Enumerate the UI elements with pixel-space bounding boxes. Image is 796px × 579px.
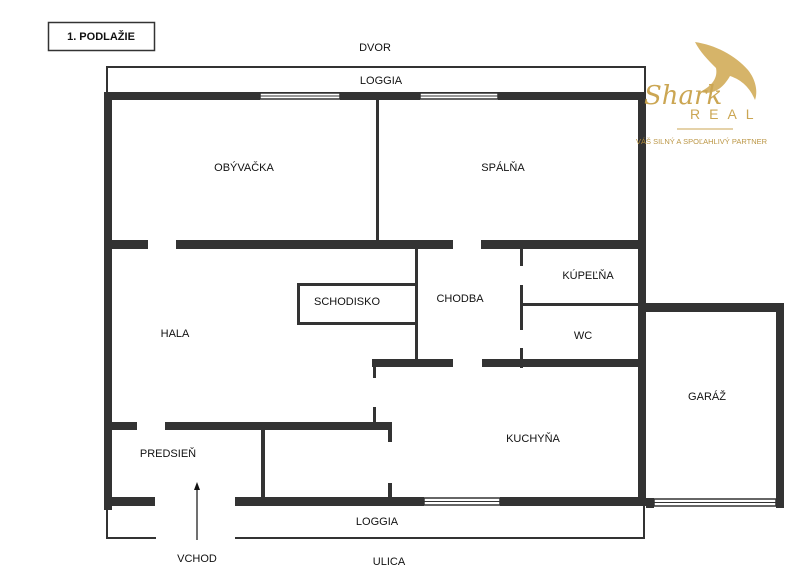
room-obyvacka: OBÝVAČKA: [214, 161, 274, 174]
entrance-arrow-head: [194, 482, 200, 490]
loggia-bottom: [235, 506, 645, 539]
room-kuchyna: KUCHYŇA: [506, 432, 560, 445]
walls: [104, 92, 784, 510]
room-kupelna: KÚPEĽŇA: [562, 269, 614, 282]
room-spalna: SPÁLŇA: [481, 161, 525, 174]
shark-icon: [695, 42, 757, 100]
room-garaz: GARÁŽ: [688, 390, 726, 403]
label-dvor: DVOR: [359, 42, 391, 54]
windows: [259, 92, 777, 507]
svg-text:VÁŠ SILNÝ A SPOĽAHLIVÝ PARTNER: VÁŠ SILNÝ A SPOĽAHLIVÝ PARTNER: [636, 137, 768, 146]
label-vchod: VCHOD: [177, 553, 217, 565]
svg-text:REAL: REAL: [690, 106, 763, 122]
loggia-bottom-left: [106, 506, 156, 539]
label-loggia-bottom: LOGGIA: [356, 516, 399, 528]
shark-real-logo: Shark REAL VÁŠ SILNÝ A SPOĽAHLIVÝ PARTNE…: [636, 42, 768, 146]
title-box: [47, 21, 156, 52]
room-wc: WC: [574, 330, 592, 342]
label-loggia-top: LOGGIA: [360, 75, 403, 87]
room-schodisko: SCHODISKO: [314, 296, 380, 308]
room-chodba: CHODBA: [436, 293, 484, 305]
room-predsien: PREDSIEŇ: [140, 447, 196, 460]
room-hala: HALA: [161, 328, 190, 340]
floor-title: 1. PODLAŽIE: [67, 30, 135, 43]
label-ulica: ULICA: [373, 556, 406, 568]
svg-text:Shark: Shark: [644, 81, 722, 111]
